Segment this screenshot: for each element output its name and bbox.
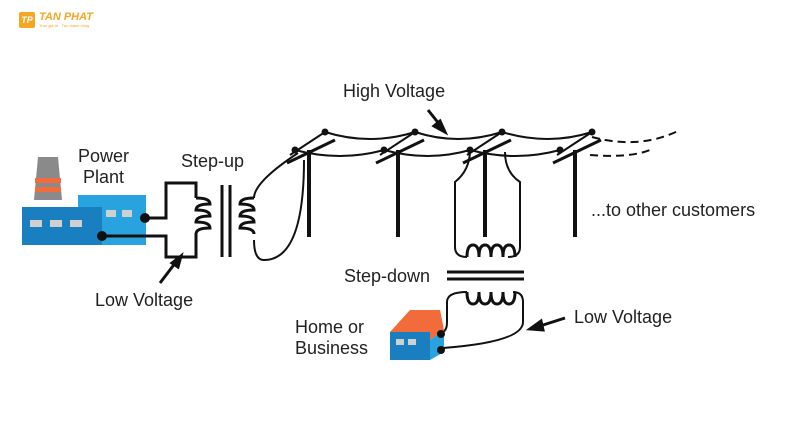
label-low-voltage-right: Low Voltage	[574, 307, 672, 327]
label-power: Power	[78, 146, 129, 166]
step-up-transformer-icon	[194, 185, 256, 257]
low-voltage-wires-left	[102, 181, 198, 259]
chimney-stripe	[35, 187, 61, 192]
chimney-stripe	[35, 178, 61, 183]
label-business: Business	[295, 338, 368, 358]
label-step-up: Step-up	[181, 151, 244, 171]
step-down-transformer-icon	[447, 243, 524, 306]
label-low-voltage-left: Low Voltage	[95, 290, 193, 310]
arrows	[158, 109, 566, 332]
tan-phat-logo: TP TAN PHAT Trao giá trị - Tạo thành côn…	[19, 12, 93, 28]
label-high-voltage: High Voltage	[343, 81, 445, 101]
logo-tagline: Trao giá trị - Tạo thành công	[39, 23, 90, 28]
label-other-customers: ...to other customers	[591, 200, 755, 220]
utility-poles	[286, 131, 602, 237]
logo-name: TAN PHAT	[39, 11, 93, 23]
label-step-down: Step-down	[344, 266, 430, 286]
high-voltage-lines	[294, 129, 681, 157]
home-business-icon	[390, 310, 444, 360]
label-plant: Plant	[83, 167, 124, 187]
label-home-or: Home or	[295, 317, 364, 337]
arrow-icon	[539, 316, 566, 328]
power-plant-icon	[22, 157, 146, 245]
logo-mark-icon: TP	[19, 12, 35, 28]
